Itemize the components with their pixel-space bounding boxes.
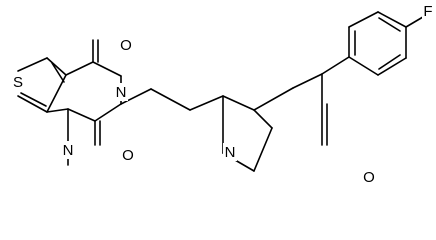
sulfur-label: S: [13, 74, 23, 91]
ketone-o-label: O: [363, 169, 375, 186]
ketone-bonds: [292, 73, 328, 146]
thiophene-ring: [17, 57, 67, 113]
o4-label: O: [120, 37, 132, 54]
atom-labels: S N N O O N O F: [11, 2, 434, 186]
o2-label: O: [122, 147, 134, 164]
piperidine-n-label: N: [225, 144, 236, 161]
structure-diagram: S N N O O N O F: [11, 2, 434, 186]
fluorine-label: F: [423, 3, 432, 20]
n3-label: N: [116, 84, 127, 101]
n1-label: N: [63, 142, 74, 159]
fluorophenyl-ring: [321, 11, 429, 76]
ethyl-linker: [120, 88, 224, 111]
carbonyl-bonds: [92, 39, 101, 146]
